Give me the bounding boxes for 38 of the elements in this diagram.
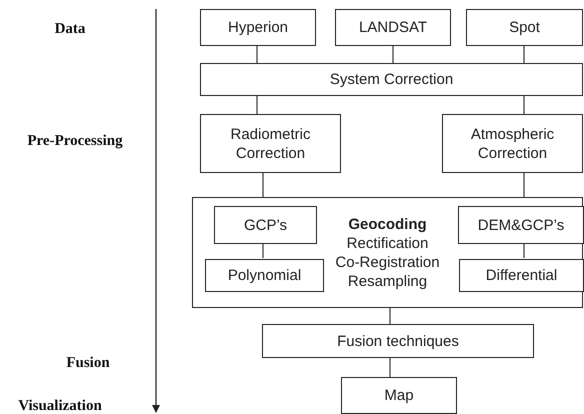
box-label: Map: [384, 386, 414, 405]
box-label: GCP’s: [244, 216, 288, 234]
process-box: [214, 206, 317, 244]
box-label: Radiometric Correction: [229, 124, 312, 162]
stage-label: Pre-Processing: [27, 132, 123, 151]
box-label: Spot: [509, 18, 540, 37]
process-box: [466, 9, 583, 46]
stage-label: Fusion: [66, 354, 110, 373]
box-label: Resampling: [348, 272, 428, 290]
stage-label: Data: [54, 20, 86, 39]
connector-line: [262, 172, 264, 198]
connector-line: [256, 46, 258, 64]
process-box: [442, 114, 583, 173]
process-box: [341, 377, 457, 414]
process-box: [200, 114, 341, 173]
box-label: DEM&GCP’s: [478, 216, 564, 234]
stage-label: Visualization: [18, 397, 102, 414]
box-label: Co-Registration: [335, 252, 440, 272]
process-box: [262, 324, 534, 358]
connector-line: [262, 242, 264, 258]
box-label: System Correction: [330, 70, 454, 89]
group-heading: Geocoding: [348, 214, 427, 234]
group-box: [192, 197, 583, 308]
box-label: LANDSAT: [358, 18, 428, 37]
process-box: [200, 63, 583, 96]
process-box: [205, 259, 324, 292]
connector-line: [256, 96, 258, 114]
process-box: [458, 206, 584, 244]
box-label: Rectification: [346, 234, 428, 252]
process-box: [335, 9, 451, 46]
box-label: Fusion techniques: [337, 332, 459, 350]
box-label: Hyperion: [228, 18, 288, 37]
box-label: Differential: [486, 266, 558, 285]
process-box: [200, 9, 316, 46]
process-box: [459, 259, 584, 292]
box-label: Polynomial: [228, 266, 302, 285]
box-label: Atmospheric Correction: [470, 124, 556, 162]
connector-line: [392, 46, 394, 64]
